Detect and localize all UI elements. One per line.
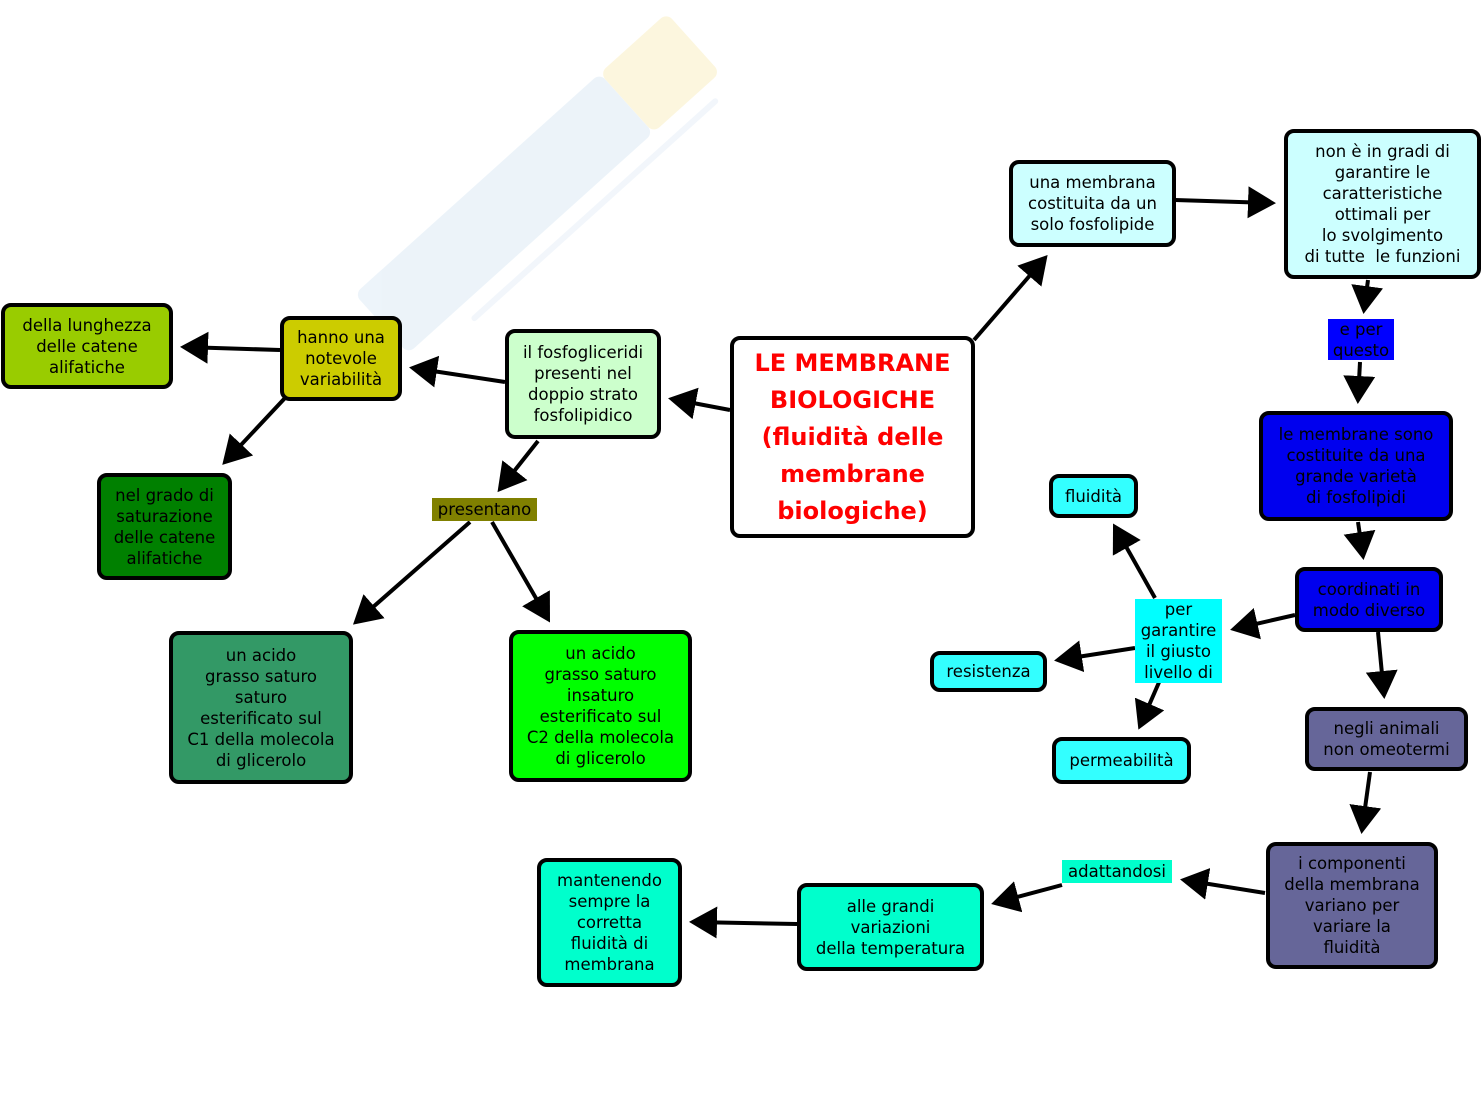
node-varieta-fosfolipidi[interactable]: le membrane sono costituite da una grand… (1259, 411, 1453, 521)
arrow (1365, 631, 1398, 699)
main-title-node[interactable]: LE MEMBRANE BIOLOGICHE (fluidità delle m… (730, 336, 975, 538)
arrow (222, 396, 287, 465)
arrow (1054, 640, 1136, 673)
arrow (1174, 186, 1276, 219)
node-temperatura[interactable]: alle grandi variazioni della temperatura (797, 883, 984, 971)
arrow (1343, 361, 1376, 404)
node-saturazione[interactable]: nel grado di saturazione delle catene al… (97, 473, 232, 580)
node-mantenendo[interactable]: mantenendo sempre la corretta fluidità d… (537, 858, 682, 987)
node-lunghezza[interactable]: della lunghezza delle catene alifatiche (1, 303, 173, 389)
node-resistenza[interactable]: resistenza (930, 651, 1047, 692)
arrow (991, 881, 1063, 913)
node-animali[interactable]: negli animali non omeotermi (1305, 707, 1468, 771)
arrow (1230, 608, 1296, 640)
link-adattandosi: adattandosi (1062, 860, 1172, 883)
node-permeabilita[interactable]: permeabilità (1052, 737, 1191, 784)
arrow (1180, 868, 1266, 900)
link-presentano: presentano (432, 498, 537, 521)
node-fosfogliceridi[interactable]: il fosfogliceridi presenti nel doppio st… (505, 329, 661, 439)
arrow (497, 439, 540, 493)
arrow (180, 331, 281, 364)
arrow (1343, 521, 1376, 560)
node-non-garantire[interactable]: non è in gradi di garantire le caratteri… (1284, 129, 1481, 279)
arrow (352, 520, 472, 625)
arrow (490, 521, 550, 623)
arrow (409, 355, 506, 388)
arrow (1134, 679, 1165, 730)
link-e-per-questo: e per questo (1328, 319, 1394, 360)
arrow (668, 387, 731, 420)
node-acido-insaturo[interactable]: un acido grasso saturo insaturo esterifi… (509, 630, 692, 782)
node-componenti[interactable]: i componenti della membrana variano per … (1266, 842, 1438, 969)
arrow (972, 254, 1048, 342)
node-variabilita[interactable]: hanno una notevole variabilità (280, 316, 402, 401)
node-coordinati[interactable]: coordinati in modo diverso (1295, 567, 1443, 632)
arrow (1351, 279, 1384, 314)
node-fluidita[interactable]: fluidità (1049, 474, 1138, 518)
arrow (1349, 771, 1382, 834)
arrow (689, 906, 798, 939)
link-per-garantire: per garantire il giusto livello di (1135, 599, 1222, 683)
node-un-fosfolipide[interactable]: una membrana costituita da un solo fosfo… (1009, 160, 1176, 247)
arrow (1112, 523, 1157, 599)
node-acido-saturo[interactable]: un acido grasso saturo saturo esterifica… (169, 631, 353, 784)
